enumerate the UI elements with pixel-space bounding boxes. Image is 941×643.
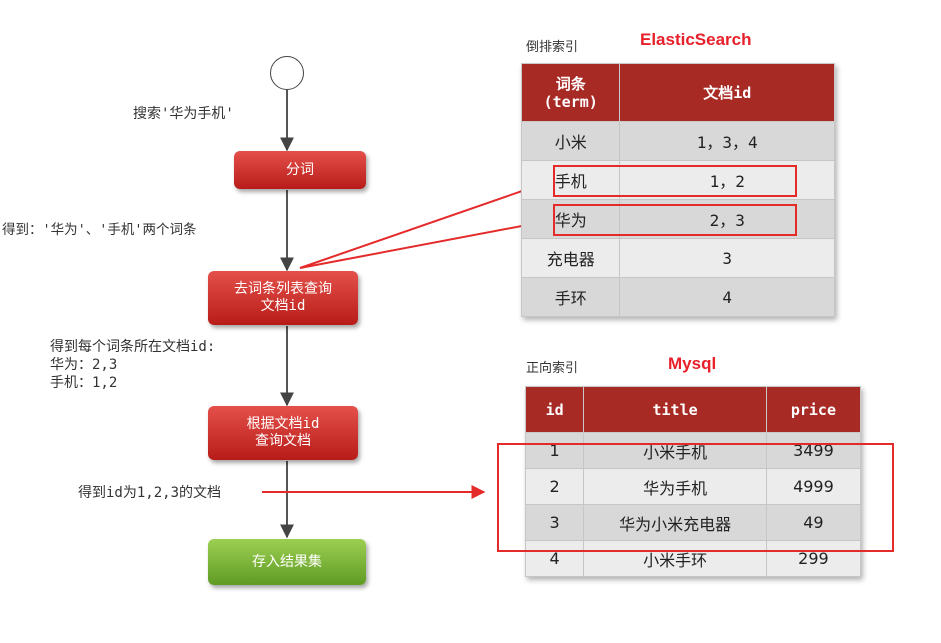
header-doc-id: 文档id [619,63,835,122]
header-title: title [583,386,767,433]
query-terms-line2: 文档id [260,298,306,314]
term-cell: 手机 [520,160,621,200]
title-cell: 华为小米充电器 [583,504,767,541]
segment-box-label: 分词 [286,161,314,178]
mysql-brand: Mysql [668,354,717,373]
table-row: 3 华为小米充电器 49 [524,504,862,541]
price-cell: 49 [765,504,862,541]
price-cell: 4999 [765,468,862,505]
header-term-line1: 词条 [555,74,586,93]
got-ids-title: 得到每个词条所在文档id: [50,339,216,355]
forward-index-title: 正向索引 [526,361,579,376]
table-row: 充电器 3 [520,238,835,278]
query-terms-line1: 去词条列表查询 [234,281,332,297]
arrow-to-huawei [299,216,550,269]
table-row: 2 华为手机 4999 [524,468,862,505]
got-ids-line1: 华为：2,3 [50,357,118,373]
term-cell: 手环 [520,277,621,317]
table-row: 手机 1，2 [520,160,835,200]
query-docs-line1: 根据文档id [246,416,320,432]
id-cell: 3 [524,504,585,541]
title-cell: 小米手环 [583,540,767,577]
forward-index-table: id title price 1 小米手机 3499 2 华为手机 4999 3… [524,386,862,577]
got-docs-label: 得到id为1,2,3的文档 [78,485,222,501]
ids-cell: 1，3，4 [619,121,835,161]
ids-cell: 3 [619,238,835,278]
arrow-to-shouji [299,179,550,269]
elasticsearch-brand: ElasticSearch [640,30,752,49]
table-row: 4 小米手环 299 [524,540,862,577]
search-label: 搜索'华为手机' [133,106,234,122]
query-terms-box: 去词条列表查询 文档id [208,271,358,325]
id-cell: 1 [524,432,585,469]
highlight-huawei-row [553,204,797,236]
price-cell: 299 [765,540,862,577]
id-cell: 2 [524,468,585,505]
query-docs-box: 根据文档id 查询文档 [208,406,358,460]
query-docs-line2: 查询文档 [255,433,311,449]
header-term: 词条 (term) [520,63,621,122]
start-node [270,56,304,90]
inverted-index-table: 词条 (term) 文档id 小米 1，3，4 手机 1，2 华为 2，3 充电… [520,63,835,317]
segment-box: 分词 [234,151,366,189]
table-row: 手环 4 [520,277,835,317]
got-ids-line2: 手机：1,2 [50,375,118,391]
header-term-line2: (term) [543,92,598,111]
highlight-shouji-row [553,165,797,197]
id-cell: 4 [524,540,585,577]
header-id: id [524,386,585,433]
term-cell: 小米 [520,121,621,161]
got-terms-label: 得到：'华为'、'手机'两个词条 [2,222,197,238]
result-set-label: 存入结果集 [252,553,322,570]
header-price: price [765,386,862,433]
result-set-box: 存入结果集 [208,539,366,585]
highlight-docs-1-3 [497,443,894,552]
ids-cell: 4 [619,277,835,317]
term-cell: 充电器 [520,238,621,278]
inverted-index-title: 倒排索引 [526,40,579,55]
table-row: 小米 1，3，4 [520,121,835,161]
